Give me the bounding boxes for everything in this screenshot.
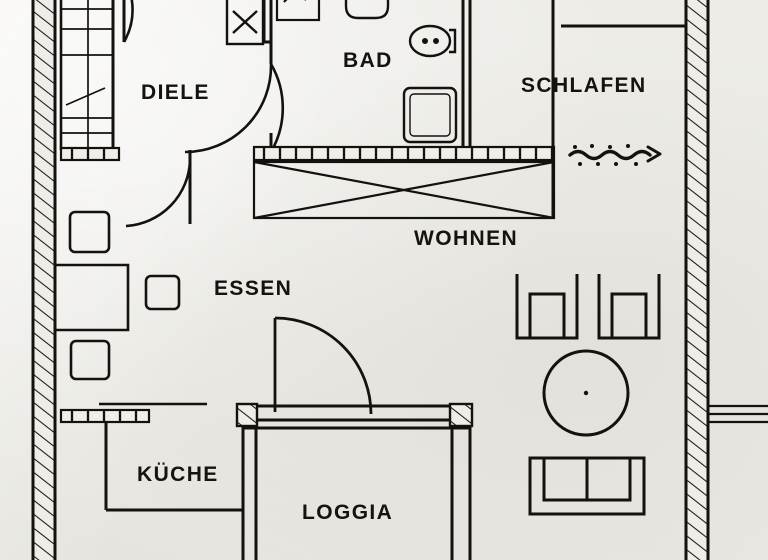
round-table — [542, 349, 630, 437]
shower-tray-icon — [402, 86, 458, 144]
window-right-lower — [706, 404, 768, 424]
room-label-wohnen: WOHNEN — [414, 227, 518, 250]
threshold-wohnen-top — [252, 145, 556, 162]
exterior-wall-right — [684, 0, 710, 560]
room-label-essen: ESSEN — [214, 277, 292, 300]
wardrobe-cross-hatch — [252, 160, 556, 220]
threshold-diele-essen — [59, 146, 121, 162]
sink-basin-icon — [275, 0, 321, 22]
door-loggia — [273, 316, 373, 415]
door-diele-essen — [125, 159, 192, 228]
room-label-loggia: LOGGIA — [302, 501, 393, 524]
exterior-wall-left — [31, 0, 57, 560]
sofa-two-seat — [528, 456, 646, 516]
interior-walls-lower — [104, 404, 472, 560]
counter-unit-lower — [69, 339, 111, 381]
counter-run-essen — [55, 263, 130, 332]
armchair-left — [515, 274, 579, 340]
door-bad — [184, 63, 285, 154]
room-label-bad: BAD — [343, 49, 393, 72]
staircase — [59, 0, 115, 150]
room-label-diele: DIELE — [141, 81, 210, 104]
washing-machine-x-symbol — [225, 0, 265, 46]
bathtub-icon — [344, 0, 390, 20]
room-label-schlafen: SCHLAFEN — [521, 74, 647, 97]
armchair-right — [597, 274, 661, 340]
counter-unit-upper — [68, 210, 111, 254]
loggia-corner-posts — [235, 402, 474, 428]
dining-stool — [144, 274, 181, 311]
threshold-kuche — [59, 408, 151, 424]
direction-arrow-icon — [568, 144, 662, 166]
room-label-kuche: KÜCHE — [137, 463, 219, 486]
door-diele-top — [122, 0, 134, 43]
toilet-wc-icon — [408, 24, 457, 58]
